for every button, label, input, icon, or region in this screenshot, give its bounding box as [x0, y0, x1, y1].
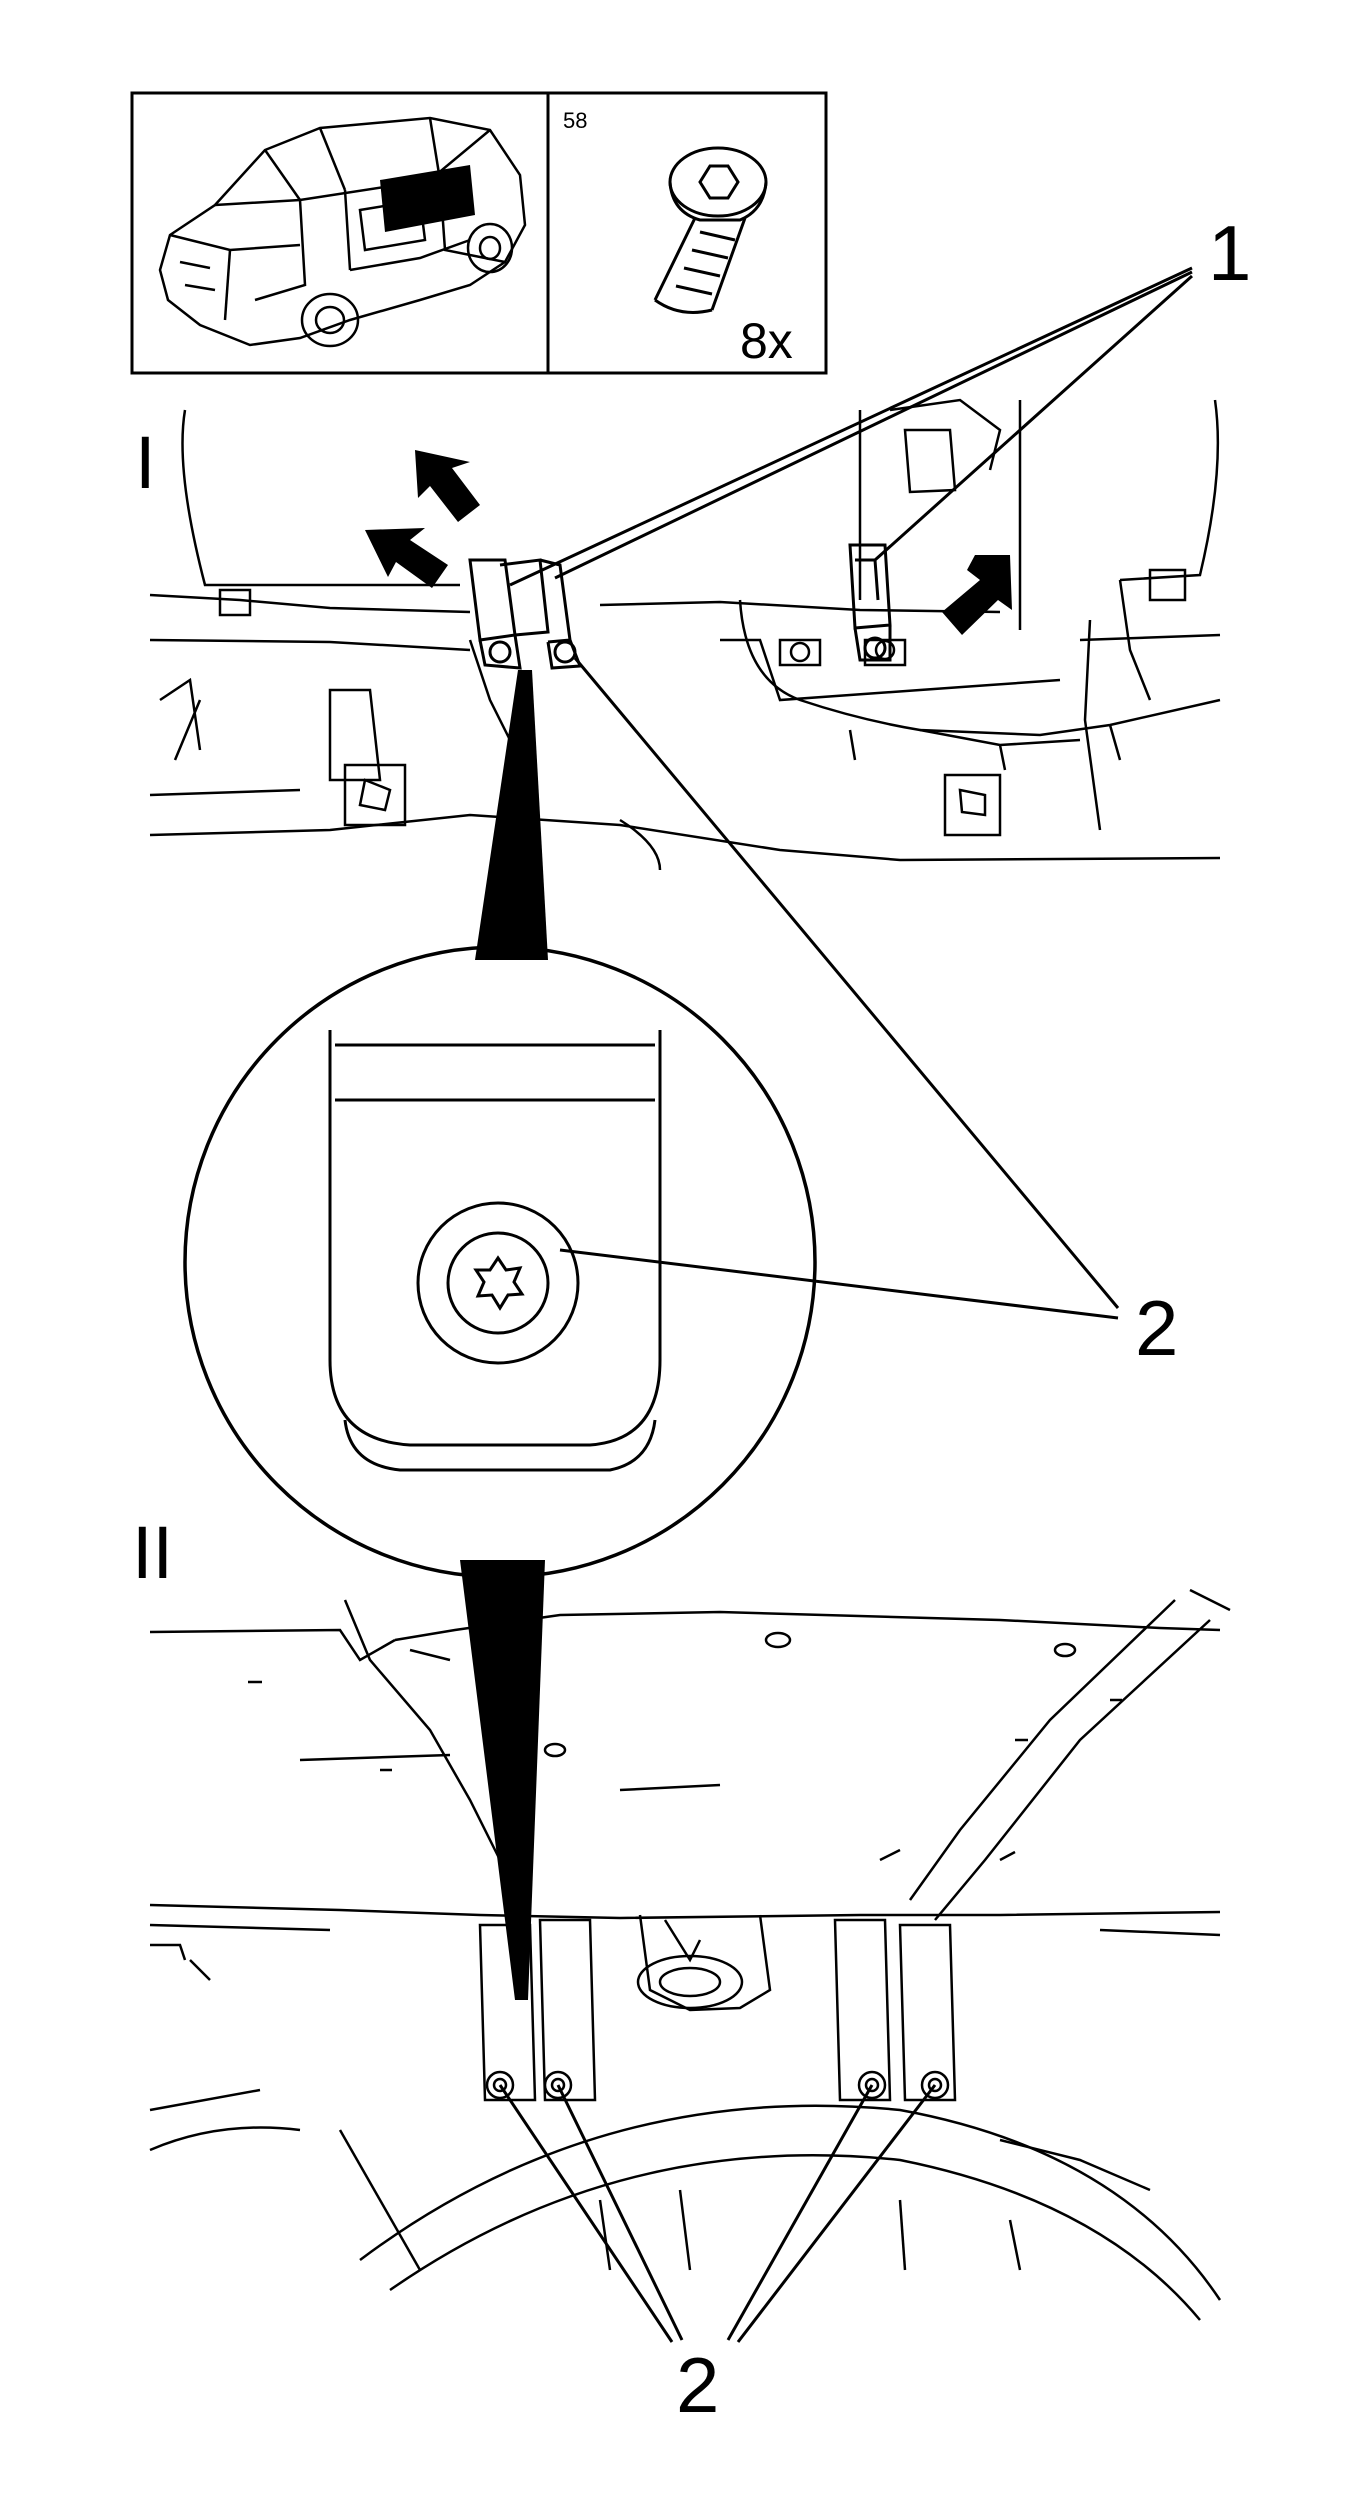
magnifier-cone-bottom: [460, 1560, 545, 2000]
leader-lines-2-bottom: [498, 2084, 937, 2343]
view-two-label: II: [132, 1511, 173, 1594]
buckle-bracket-left: [468, 558, 583, 670]
buckle-bracket-right: [848, 543, 892, 662]
detail-bracket: [328, 1030, 662, 1472]
leader-lines-2: [559, 657, 1120, 1320]
leader-lines: [509, 266, 1194, 587]
callout-2-top: 2: [1135, 1284, 1178, 1372]
magnifier-cone-top: [475, 670, 548, 960]
header-box: [130, 91, 828, 375]
vehicle-body-icon: [158, 116, 527, 348]
view-one-label: I: [135, 421, 156, 504]
part-number: 58: [563, 108, 587, 133]
quantity-label: 8x: [740, 313, 793, 369]
highlighted-area-icon: [380, 165, 475, 232]
torx-screw-icon: [653, 146, 768, 314]
view-two-floor: [149, 1588, 1231, 2321]
callout-2-bottom: 2: [676, 2341, 719, 2429]
removal-arrows: [365, 450, 1012, 635]
view-one-floor: [149, 398, 1221, 871]
callout-1: 1: [1208, 209, 1251, 297]
detail-torx-bolt-icon: [416, 1201, 580, 1365]
